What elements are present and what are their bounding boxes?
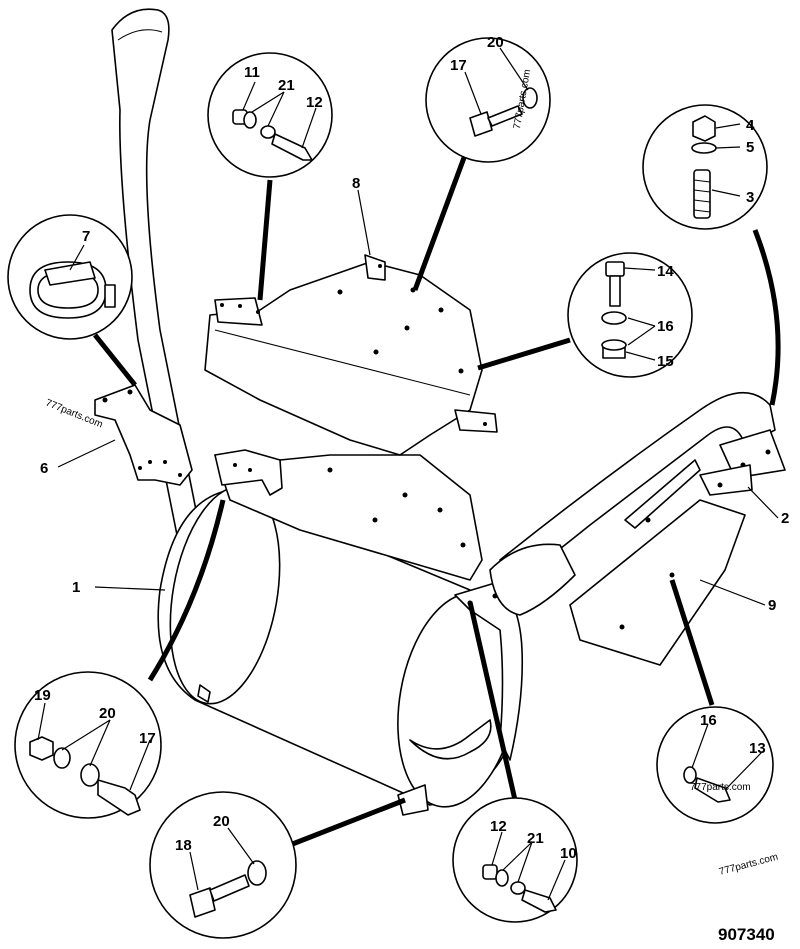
detail-circle-bottom-middle xyxy=(149,791,297,939)
callout-16-bottom: 16 xyxy=(700,712,717,729)
callout-9: 9 xyxy=(768,597,776,614)
callout-11: 11 xyxy=(244,64,260,81)
detail-circle-far-right xyxy=(656,706,774,824)
callout-5: 5 xyxy=(746,139,754,156)
callout-12-top: 12 xyxy=(306,94,323,111)
callout-2: 2 xyxy=(781,510,789,527)
callout-3: 3 xyxy=(746,189,754,206)
callout-20-bottom-middle: 20 xyxy=(213,813,230,830)
mounting-bracket-part-6 xyxy=(94,384,193,486)
callout-20-top: 20 xyxy=(487,34,504,51)
detail-leaders xyxy=(93,154,781,848)
callout-7: 7 xyxy=(82,228,90,245)
callout-13: 13 xyxy=(749,740,766,757)
callout-21-bottom: 21 xyxy=(527,830,544,847)
callout-19: 19 xyxy=(34,687,51,704)
lower-heat-shield xyxy=(214,449,483,581)
exhaust-pipe xyxy=(489,391,786,616)
callout-16-right: 16 xyxy=(657,318,674,335)
callout-4: 4 xyxy=(746,117,755,134)
detail-circle-middle-right xyxy=(567,252,693,378)
detail-circle-clamp xyxy=(7,214,133,340)
callout-17-bottom: 17 xyxy=(139,730,156,747)
callout-18: 18 xyxy=(175,837,192,854)
callout-8: 8 xyxy=(352,175,360,192)
silencer-body xyxy=(157,485,524,816)
callout-1: 1 xyxy=(72,579,80,596)
callout-17-top: 17 xyxy=(450,57,467,74)
callout-12-bottom: 12 xyxy=(490,818,507,835)
watermark-bottom: 777parts.com xyxy=(718,852,779,878)
callout-10: 10 xyxy=(560,845,577,862)
figure-number: 907340 xyxy=(718,925,775,944)
pipe-heat-shield-part-9 xyxy=(569,459,746,666)
tail-pipe xyxy=(111,8,201,541)
callout-numbers: 1 2 3 4 5 6 7 8 9 10 11 21 12 17 20 14 1… xyxy=(34,34,789,862)
callout-15: 15 xyxy=(657,353,674,370)
detail-circle-top-middle xyxy=(425,37,551,163)
callout-leaders xyxy=(37,47,779,901)
callout-20-bottom-left: 20 xyxy=(99,705,116,722)
callout-6: 6 xyxy=(40,460,48,477)
callout-21-top: 21 xyxy=(278,77,295,94)
watermark-right: 777parts.com xyxy=(690,782,751,793)
callout-14: 14 xyxy=(657,263,674,280)
detail-circle-top-left xyxy=(207,52,333,178)
detail-circle-bottom-right xyxy=(452,797,578,923)
detail-circle-bottom-left xyxy=(14,671,162,819)
detail-circle-top-right xyxy=(642,104,768,230)
heat-shield-part-8 xyxy=(204,254,498,456)
